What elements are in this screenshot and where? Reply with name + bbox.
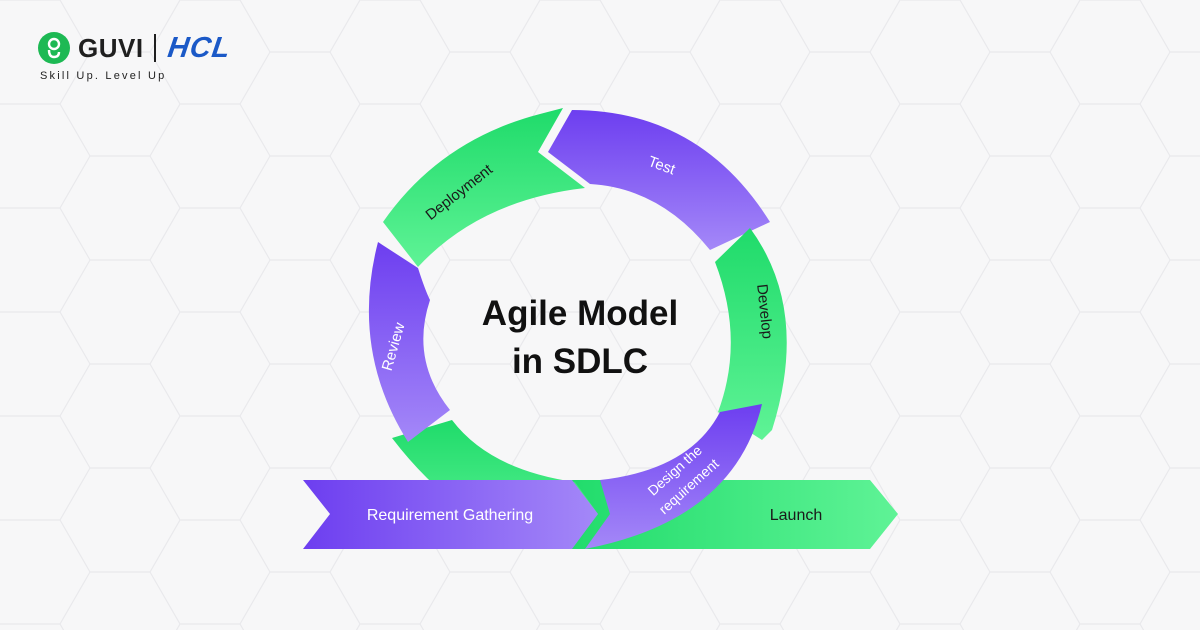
requirement-gathering-label: Requirement Gathering bbox=[367, 507, 533, 524]
launch-label: Launch bbox=[770, 507, 823, 524]
requirement-gathering-arrow bbox=[303, 480, 598, 549]
test-segment bbox=[548, 110, 770, 250]
brand-tagline: Skill Up. Level Up bbox=[40, 70, 167, 82]
brand-divider bbox=[153, 34, 156, 62]
title-line-2: in SDLC bbox=[511, 342, 649, 381]
guvi-wordmark: GUVI bbox=[78, 32, 144, 63]
title-line-1: Agile Model bbox=[481, 294, 679, 333]
develop-segment bbox=[715, 228, 787, 440]
guvi-logo-icon bbox=[38, 32, 70, 64]
review-segment bbox=[368, 242, 450, 442]
page-title: Agile Model in SDLC bbox=[440, 290, 720, 386]
deployment-segment bbox=[383, 108, 585, 267]
brand-header: GUVI HCL Skill Up. Level Up bbox=[38, 30, 338, 90]
design-requirement-segment bbox=[585, 404, 762, 549]
develop-label: Develop bbox=[753, 283, 776, 340]
